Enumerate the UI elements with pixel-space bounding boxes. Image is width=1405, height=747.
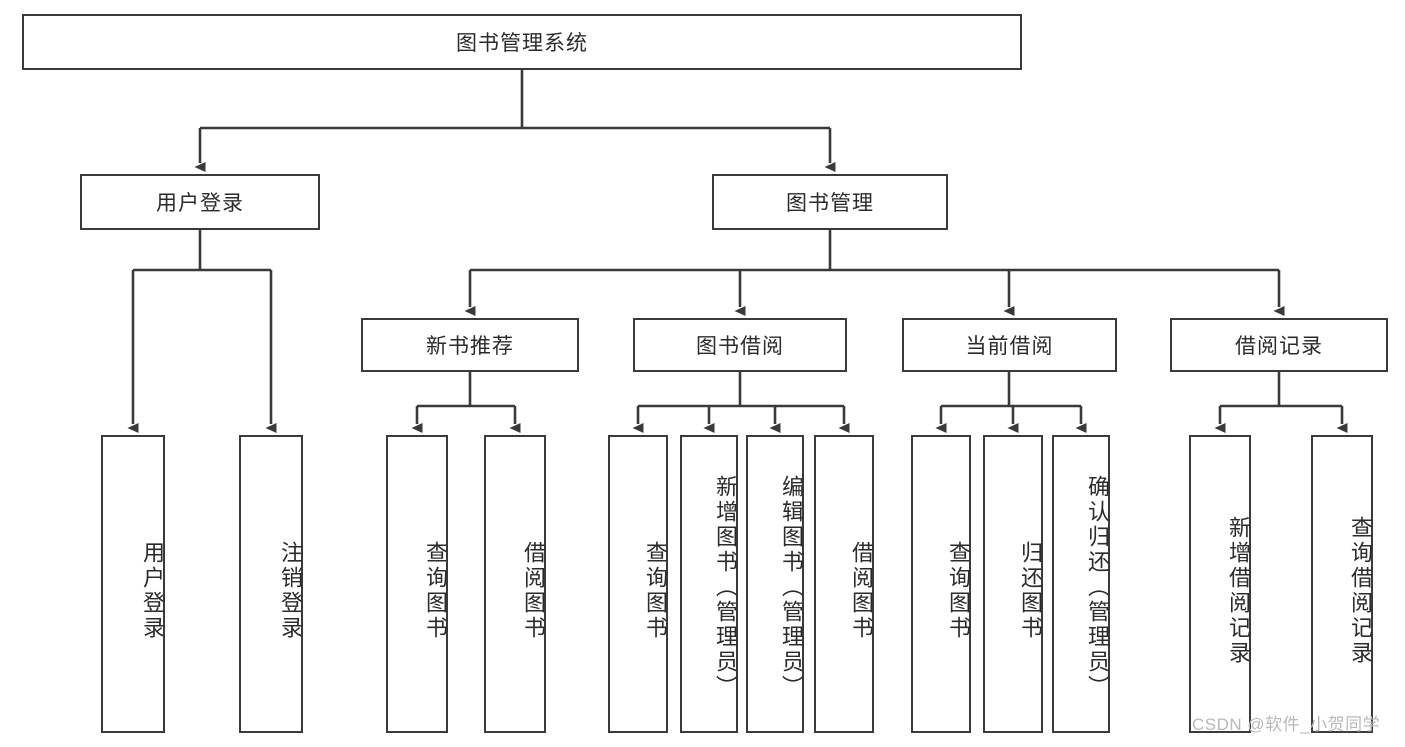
leaf-user-login[interactable]: 用户登录 bbox=[101, 435, 165, 733]
node-root-label: 图书管理系统 bbox=[456, 32, 588, 55]
leaf-borrow-book-label: 借阅图书 bbox=[849, 541, 874, 641]
node-new-book-recommend-label: 新书推荐 bbox=[426, 335, 514, 358]
leaf-logout[interactable]: 注销登录 bbox=[239, 435, 303, 733]
leaf-query-borrow-record[interactable]: 查询借阅记录 bbox=[1311, 435, 1373, 733]
node-book-borrow[interactable]: 图书借阅 bbox=[633, 318, 847, 372]
leaf-return-book-label: 归还图书 bbox=[1018, 541, 1043, 641]
node-user-login[interactable]: 用户登录 bbox=[80, 174, 320, 230]
leaf-confirm-return-admin[interactable]: 确认归还（管理员） bbox=[1052, 435, 1110, 733]
leaf-query-book-recommend-label: 查询图书 bbox=[423, 541, 448, 641]
leaf-edit-book-admin[interactable]: 编辑图书（管理员） bbox=[746, 435, 804, 733]
leaf-query-book-current-label: 查询图书 bbox=[946, 541, 971, 641]
leaf-query-book-borrow[interactable]: 查询图书 bbox=[608, 435, 668, 733]
leaf-confirm-return-admin-label: 确认归还（管理员） bbox=[1085, 474, 1110, 700]
node-root[interactable]: 图书管理系统 bbox=[22, 14, 1022, 70]
node-current-borrow-label: 当前借阅 bbox=[965, 335, 1054, 358]
leaf-query-book-current[interactable]: 查询图书 bbox=[911, 435, 971, 733]
node-book-management-label: 图书管理 bbox=[786, 192, 874, 215]
node-borrow-records-label: 借阅记录 bbox=[1235, 335, 1323, 358]
node-book-management[interactable]: 图书管理 bbox=[712, 174, 948, 230]
node-book-borrow-label: 图书借阅 bbox=[696, 335, 784, 358]
node-user-login-label: 用户登录 bbox=[156, 192, 244, 215]
leaf-logout-label: 注销登录 bbox=[278, 541, 303, 641]
leaf-add-book-admin[interactable]: 新增图书（管理员） bbox=[680, 435, 738, 733]
leaf-add-book-admin-label: 新增图书（管理员） bbox=[713, 474, 738, 700]
leaf-return-book[interactable]: 归还图书 bbox=[983, 435, 1043, 733]
leaf-borrow-book-recommend-label: 借阅图书 bbox=[521, 541, 546, 641]
node-new-book-recommend[interactable]: 新书推荐 bbox=[361, 318, 579, 372]
node-current-borrow[interactable]: 当前借阅 bbox=[902, 318, 1117, 372]
leaf-add-borrow-record-label: 新增借阅记录 bbox=[1226, 516, 1251, 666]
watermark: CSDN @软件_小贺同学 bbox=[1192, 715, 1381, 734]
leaf-edit-book-admin-label: 编辑图书（管理员） bbox=[779, 474, 804, 700]
leaf-query-book-borrow-label: 查询图书 bbox=[643, 541, 668, 641]
leaf-query-book-recommend[interactable]: 查询图书 bbox=[386, 435, 448, 733]
leaf-user-login-label: 用户登录 bbox=[140, 541, 165, 641]
leaf-add-borrow-record[interactable]: 新增借阅记录 bbox=[1189, 435, 1251, 733]
leaf-query-borrow-record-label: 查询借阅记录 bbox=[1348, 516, 1373, 666]
leaf-borrow-book[interactable]: 借阅图书 bbox=[814, 435, 874, 733]
leaf-borrow-book-recommend[interactable]: 借阅图书 bbox=[484, 435, 546, 733]
node-borrow-records[interactable]: 借阅记录 bbox=[1170, 318, 1388, 372]
